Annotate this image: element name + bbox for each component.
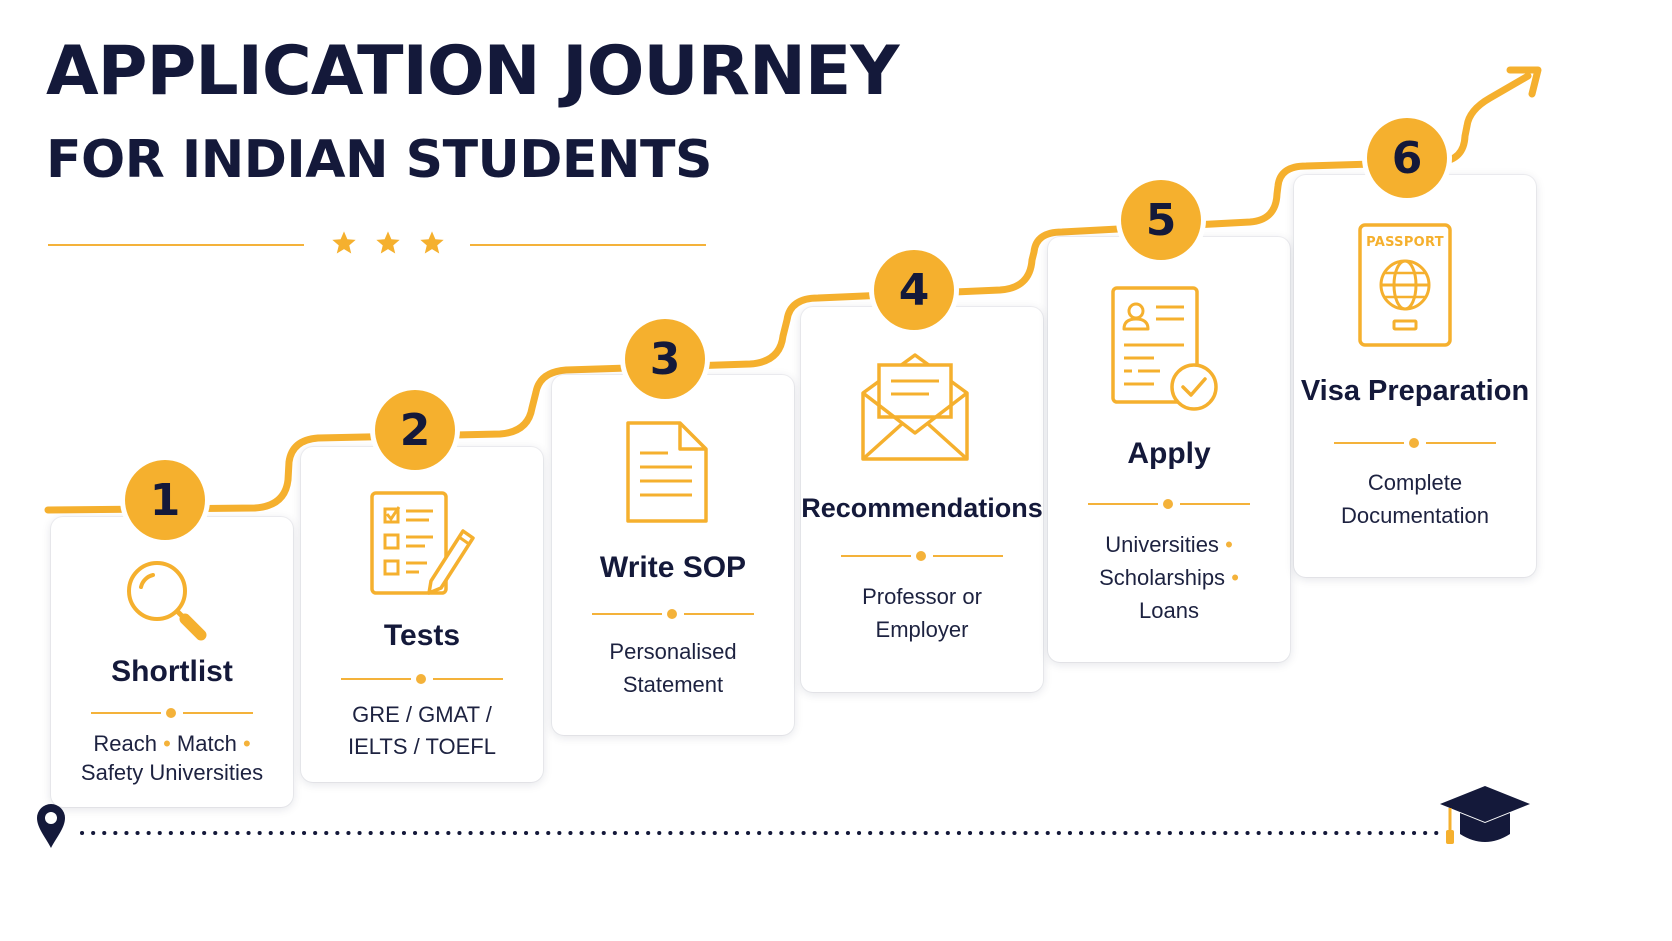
step-divider — [341, 673, 503, 685]
title-divider-right — [470, 244, 706, 246]
desc-bullet: • — [242, 731, 251, 756]
desc-bullet: • — [1225, 532, 1233, 557]
star-icon — [332, 231, 356, 254]
star-icon — [376, 231, 400, 254]
step-description: Universities • Scholarships • Loans — [1048, 528, 1290, 627]
step-card-recommendations: Recommendations Professor or Employer — [801, 307, 1043, 692]
step-divider — [1088, 498, 1250, 510]
desc-text: Scholarships — [1099, 565, 1226, 590]
step-title: Tests — [383, 619, 461, 652]
step-title: Write SOP — [599, 551, 747, 584]
step-number-badge: 6 — [1367, 118, 1447, 198]
desc-text: Universities — [1105, 532, 1219, 557]
step-title: Apply — [1127, 437, 1211, 470]
passport-label: PASSPORT — [1366, 235, 1444, 250]
step-title: Shortlist — [111, 655, 233, 688]
step-card-apply: Apply Universities • Scholarships • Loan… — [1048, 237, 1290, 662]
desc-text: Professor or — [862, 584, 982, 609]
envelope-letter-icon — [861, 353, 969, 461]
desc-text: Documentation — [1341, 503, 1489, 528]
title-divider-left — [48, 244, 304, 246]
step-number-badge: 1 — [125, 460, 205, 540]
step-number-badge: 4 — [874, 250, 954, 330]
step-number-badge: 5 — [1121, 180, 1201, 260]
step-title: Recommendations — [801, 493, 1043, 523]
graduation-cap-icon — [1440, 786, 1530, 844]
step-description: Complete Documentation — [1294, 466, 1536, 532]
desc-text: GRE / GMAT / — [352, 702, 492, 727]
desc-text: Safety Universities — [80, 760, 264, 785]
step-divider — [841, 550, 1003, 562]
step-divider — [1334, 437, 1496, 449]
profile-form-check-icon — [1111, 286, 1218, 411]
step-divider — [91, 707, 253, 719]
document-icon — [626, 421, 708, 523]
step-number-badge: 3 — [625, 319, 705, 399]
desc-text: Complete — [1367, 470, 1463, 495]
step-card-write-sop: Write SOP Personalised Statement — [552, 375, 794, 735]
location-pin-icon — [37, 804, 65, 848]
desc-text: Loans — [1139, 598, 1199, 623]
desc-text: Employer — [875, 617, 969, 642]
page-title: APPLICATION JOURNEY — [46, 32, 900, 111]
step-description: Personalised Statement — [552, 635, 794, 701]
step-divider — [592, 608, 754, 620]
desc-text: IELTS / TOEFL — [348, 734, 496, 759]
star-icon — [420, 231, 444, 254]
desc-bullet: • — [163, 731, 171, 756]
desc-text: Match — [176, 731, 237, 756]
step-card-tests: Tests GRE / GMAT / IELTS / TOEFL — [301, 447, 543, 782]
desc-text: Reach — [93, 731, 157, 756]
step-description: GRE / GMAT / IELTS / TOEFL — [301, 699, 543, 763]
magnifier-icon — [127, 561, 207, 641]
step-card-shortlist: Shortlist Reach • Match • Safety Univers… — [51, 517, 293, 807]
passport-icon: PASSPORT — [1358, 223, 1452, 347]
step-description: Professor or Employer — [801, 580, 1043, 646]
step-number-badge: 2 — [375, 390, 455, 470]
desc-bullet: • — [1231, 565, 1239, 590]
desc-text: Statement — [622, 672, 724, 697]
page-subtitle: FOR INDIAN STUDENTS — [46, 130, 712, 190]
checklist-pencil-icon — [370, 491, 475, 595]
step-title: Visa Preparation — [1300, 375, 1530, 407]
step-card-visa-preparation: PASSPORT Visa Preparation Complete Docum… — [1294, 175, 1536, 577]
step-description: Reach • Match • Safety Universities — [51, 729, 293, 787]
desc-text: Personalised — [609, 639, 737, 664]
